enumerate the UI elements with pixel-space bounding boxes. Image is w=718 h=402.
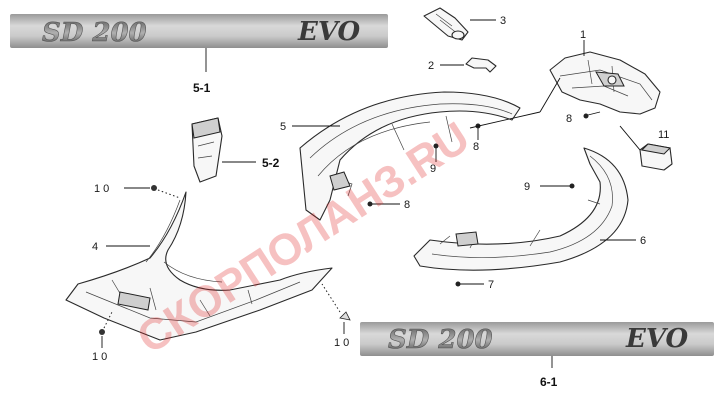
- decal-6-1-brand-text: EVO: [625, 324, 689, 354]
- part-5-side-cover: [299, 91, 521, 221]
- callout-8-mid: 8: [404, 199, 410, 211]
- screw-7: [455, 281, 461, 287]
- callout-8-upper: 8: [473, 141, 479, 153]
- callout-7: 7: [488, 279, 494, 291]
- callout-5: 5: [280, 121, 286, 133]
- callout-6: 6: [640, 235, 646, 247]
- part-5-2-rubber: [191, 117, 223, 183]
- part-6-side-cover: [413, 147, 629, 271]
- decal-5-1: SD 200 EVO: [10, 14, 388, 48]
- callout-10-lower-left: 10: [92, 351, 110, 363]
- part-1-rear-cover: [549, 51, 661, 115]
- part-11-box: [639, 143, 673, 171]
- callout-1: 1: [580, 29, 586, 41]
- callout-8-right: 8: [566, 113, 572, 125]
- decal-6-1-model-text: SD 200: [388, 325, 493, 355]
- part-4-center-cover: [65, 191, 333, 341]
- callout-11: 11: [658, 129, 669, 141]
- decal-6-1: SD 200 EVO: [360, 322, 714, 356]
- callout-2: 2: [428, 60, 434, 72]
- callout-6-1: 6-1: [540, 375, 558, 389]
- screw-group-upper: [433, 77, 601, 162]
- callout-3: 3: [500, 15, 506, 27]
- screw-9-lower: [569, 183, 575, 189]
- callout-9-upper: 9: [430, 163, 436, 175]
- decal-5-1-model-text: SD 200: [42, 18, 147, 48]
- leader-11: [619, 125, 641, 151]
- part-3-bracket: [423, 7, 469, 41]
- callout-10-lower-right: 10: [334, 337, 352, 349]
- callout-9-lower: 9: [524, 181, 530, 193]
- callout-5-1: 5-1: [193, 81, 211, 95]
- callout-10-upper: 10: [94, 183, 112, 195]
- callout-4: 4: [92, 241, 98, 253]
- callout-5-2: 5-2: [262, 156, 280, 170]
- screw-10-upper: [124, 185, 181, 199]
- screw-8-mid: [367, 201, 373, 207]
- screw-10-lower-left: [99, 311, 113, 348]
- screw-10-lower-right: [321, 283, 351, 334]
- part-2-clip: [465, 57, 497, 73]
- decal-5-1-brand-text: EVO: [297, 17, 361, 47]
